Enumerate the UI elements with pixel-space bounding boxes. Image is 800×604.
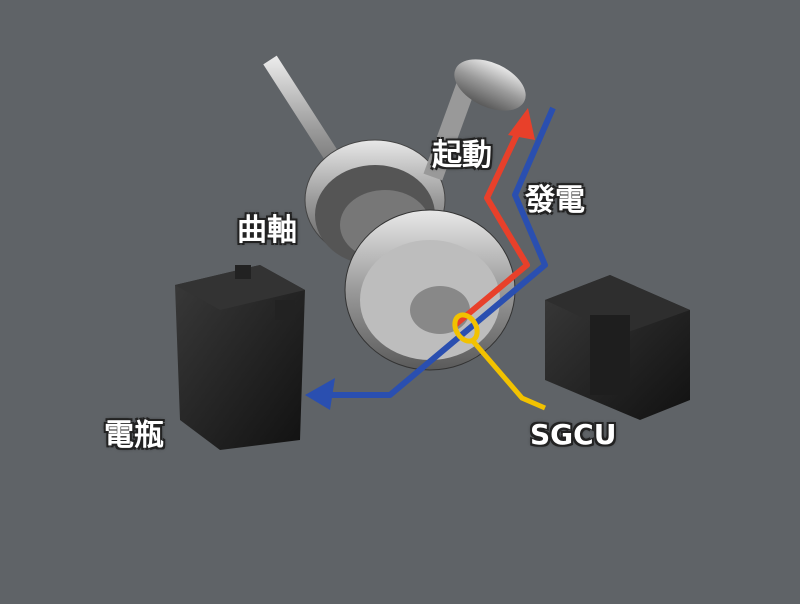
generate-label: 發電 [525, 183, 585, 218]
battery-label: 電瓶 [104, 418, 164, 453]
sgcu-wire [470, 338, 546, 411]
generate-arrowhead [305, 378, 335, 410]
sgcu-illustration [545, 275, 690, 420]
sgcu-label: SGCU [530, 418, 617, 451]
crankshaft-label: 曲軸 [237, 213, 297, 248]
start-arrowhead [508, 108, 535, 140]
start-label: 起動 [432, 138, 492, 173]
battery-illustration [175, 265, 305, 450]
generate-flow-arrow [322, 106, 556, 398]
start-flow-arrow [453, 126, 530, 328]
